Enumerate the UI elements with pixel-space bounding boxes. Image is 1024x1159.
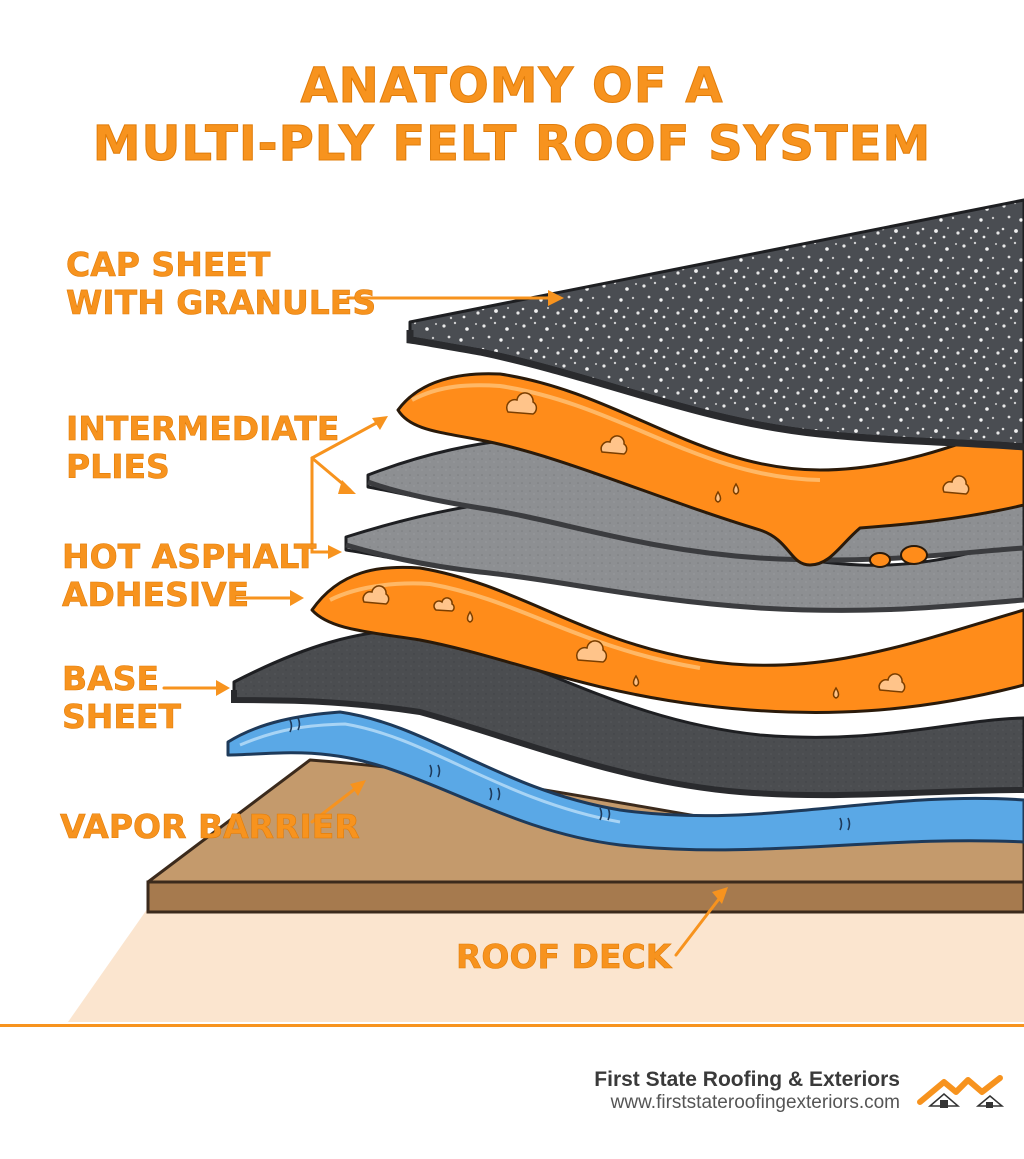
label-intermediate-plies: INTERMEDIATE PLIES	[66, 409, 340, 486]
arrow-intermediate-bracket	[310, 456, 336, 554]
callout-arrows	[162, 296, 724, 957]
house-roof-logo-icon	[917, 1075, 1005, 1108]
label-hot-asphalt-adhesive: HOT ASPHALT ADHESIVE	[62, 537, 317, 614]
vapor-barrier-layer	[226, 710, 1024, 852]
arrow-heads	[216, 290, 728, 904]
footer-divider	[0, 1024, 1024, 1027]
label-cap-sheet: CAP SHEET WITH GRANULES	[66, 245, 377, 322]
company-url[interactable]: www.firststateroofingexteriors.com	[610, 1092, 900, 1113]
label-base-sheet: BASE SHEET	[62, 659, 182, 736]
upper-asphalt-layer	[396, 372, 1024, 568]
label-vapor-barrier: VAPOR BARRIER	[60, 807, 360, 846]
label-roof-deck: ROOF DECK	[456, 937, 672, 976]
title-line-2: MULTI-PLY FELT ROOF SYSTEM	[92, 116, 932, 173]
company-name: First State Roofing & Exteriors	[594, 1068, 900, 1091]
arrow-roof-deck	[674, 893, 724, 957]
lower-asphalt-layer	[310, 565, 1024, 714]
title-line-1: ANATOMY OF A	[300, 58, 724, 115]
arrow-vapor-barrier	[310, 783, 362, 824]
cap-sheet-layer	[406, 198, 1024, 451]
floor-shadow	[68, 905, 1024, 1022]
arrow-intermediate-upper	[310, 418, 384, 460]
